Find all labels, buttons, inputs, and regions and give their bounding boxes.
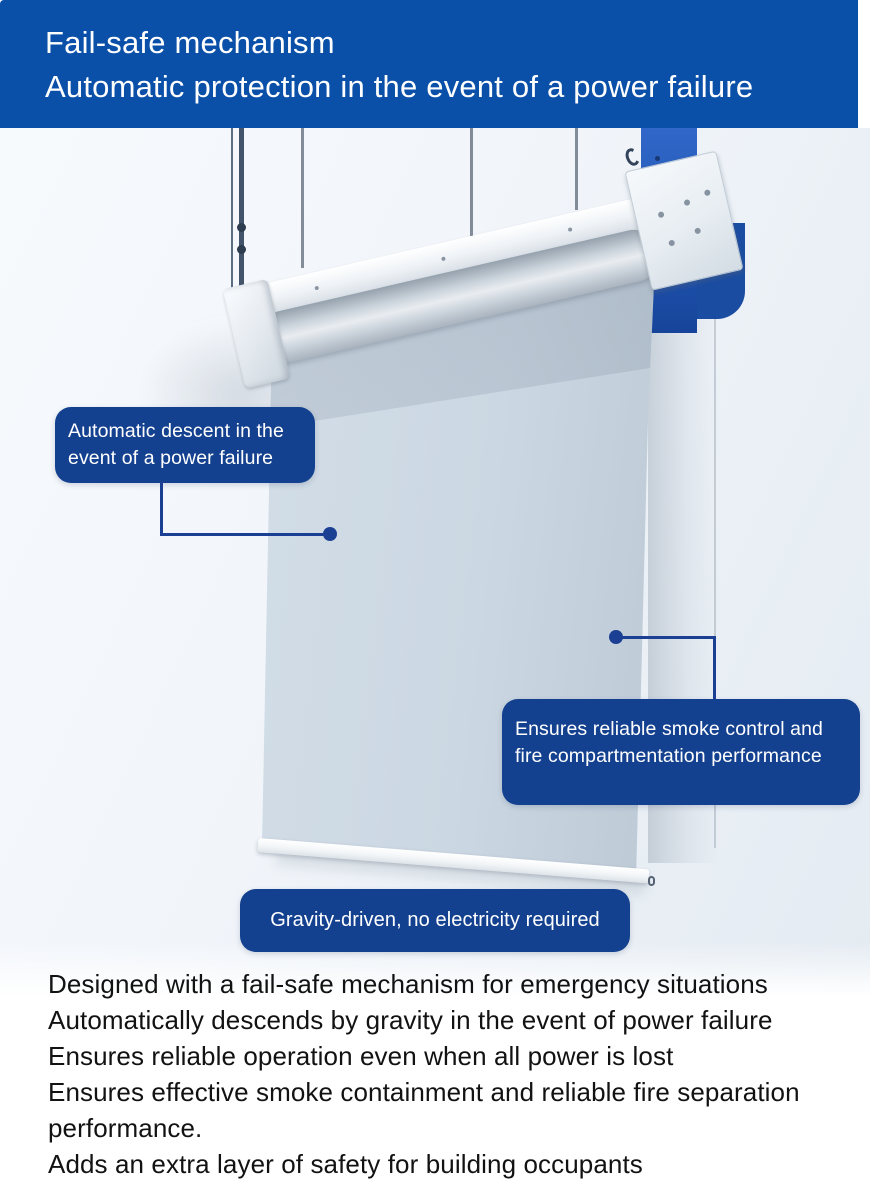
body-line: performance. xyxy=(48,1113,203,1143)
rod-adjuster-knob xyxy=(237,245,246,254)
connector-line xyxy=(160,481,163,536)
cable-hook xyxy=(623,146,642,168)
body-line: Designed with a fail-safe mechanism for … xyxy=(48,969,768,999)
header-banner: Fail-safe mechanism Automatic protection… xyxy=(0,0,858,128)
connector-line xyxy=(616,636,716,639)
callout-gravity-driven: Gravity-driven, no electricity required xyxy=(240,889,630,952)
callout-automatic-descent: Automatic descent in the event of a powe… xyxy=(55,407,315,483)
bottom-bar-hook xyxy=(648,876,655,886)
body-line: Ensures effective smoke containment and … xyxy=(48,1077,800,1107)
body-line: Automatically descends by gravity in the… xyxy=(48,1005,773,1035)
connector-line xyxy=(713,636,716,701)
wall-panel-joint xyxy=(301,128,304,268)
wall-panel-joint xyxy=(575,128,578,210)
suspension-cable xyxy=(231,128,233,288)
suspension-rod xyxy=(239,128,244,300)
rod-adjuster-knob xyxy=(237,223,246,232)
body-line: Ensures reliable operation even when all… xyxy=(48,1041,674,1071)
body-text-block: Designed with a fail-safe mechanism for … xyxy=(48,966,870,1182)
photo-bottom-fade xyxy=(0,942,870,1002)
wall-panel-joint xyxy=(470,128,473,236)
wall-corner-line xyxy=(714,208,716,848)
callout-smoke-control: Ensures reliable smoke control and fire … xyxy=(502,699,860,805)
body-line: Adds an extra layer of safety for buildi… xyxy=(48,1149,643,1179)
header-title-line1: Fail-safe mechanism xyxy=(45,25,335,60)
screw-dot xyxy=(441,256,446,262)
screw-dot xyxy=(567,227,573,232)
connector-line xyxy=(160,533,330,536)
product-photo xyxy=(0,128,870,1002)
screw-dot xyxy=(314,285,320,291)
header-title-line2: Automatic protection in the event of a p… xyxy=(45,69,754,104)
callout-connector-dot xyxy=(323,527,337,541)
